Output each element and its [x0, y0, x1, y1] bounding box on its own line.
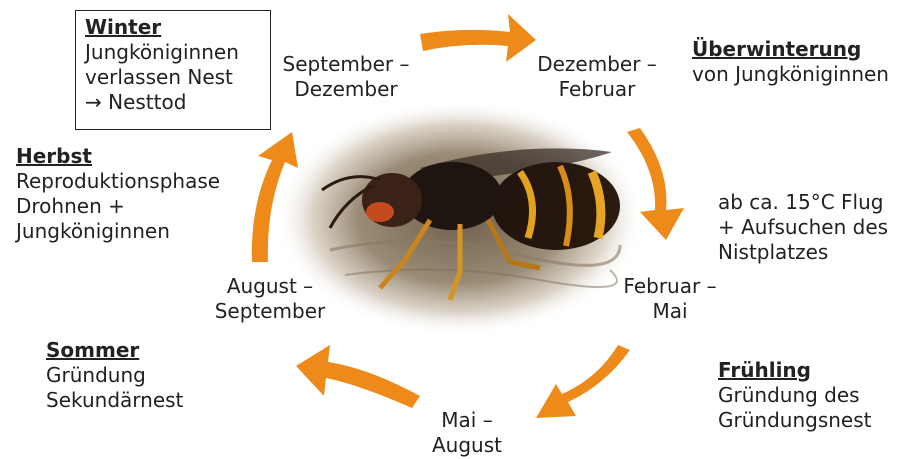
arrow-mai-to-aug — [296, 345, 420, 408]
fruehling-text: Gründung des Gründungsnest — [718, 383, 871, 433]
ueberwinterung-text: von Jungköniginnen — [692, 62, 889, 87]
flug-text: ab ca. 15°C Flug + Aufsuchen des Nistpla… — [718, 190, 888, 265]
period-mai-aug: Mai – August — [397, 408, 537, 458]
ueberwinterung-title: Überwinterung — [692, 37, 861, 62]
herbst-title: Herbst — [16, 144, 92, 169]
period-feb-mai: Februar – Mai — [600, 274, 740, 324]
period-aug-sep: August – September — [200, 274, 340, 324]
winter-title: Winter — [85, 15, 270, 40]
winter-text: Jungköniginnen verlassen Nest → Nesttod — [85, 40, 270, 115]
sommer-text: Gründung Sekundärnest — [46, 363, 183, 413]
arrow-feb-to-mai — [536, 345, 630, 418]
herbst-text: Reproduktionsphase Drohnen + Jungkönigin… — [16, 169, 220, 244]
period-sep-dez: September – Dezember — [276, 52, 416, 102]
fruehling-title: Frühling — [718, 358, 811, 383]
sommer-title: Sommer — [46, 338, 139, 363]
period-dez-feb: Dezember – Februar — [527, 52, 667, 102]
winter-box: Winter Jungköniginnen verlassen Nest → N… — [75, 10, 271, 130]
arrow-sep-to-dez — [420, 14, 536, 62]
